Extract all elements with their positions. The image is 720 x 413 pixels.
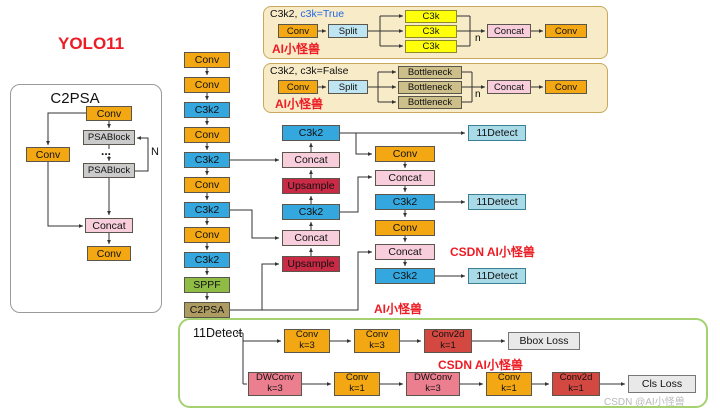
node-kernel-label: k=1 (440, 340, 456, 351)
node-split: Split (328, 80, 368, 94)
detect-head-node: 11Detect (468, 194, 526, 210)
cls-loss-node: Cls Loss (628, 375, 696, 393)
node-kernel-label: k=3 (267, 383, 283, 394)
detect-panel-title: 11Detect (193, 326, 243, 340)
csdn-badge-2: CSDN AI小怪兽 (438, 358, 523, 372)
neck-node-c3k2: C3k2 (375, 194, 435, 210)
repeat-count-label: n (475, 89, 481, 100)
backbone-node-conv: Conv (184, 77, 230, 93)
ellipsis-label: ... (101, 144, 112, 158)
node-label: Conv (497, 372, 521, 384)
node-kernel-label: k=1 (349, 383, 365, 394)
backbone-node-c3k2: C3k2 (184, 202, 230, 218)
node-bottleneck: Bottleneck (398, 81, 462, 94)
neck-node-conv: Conv (375, 220, 435, 236)
node-conv: Conv (87, 246, 131, 261)
node-kernel-label: k=1 (568, 383, 584, 394)
node-c3k: C3k (405, 40, 457, 53)
node-conv: Conv (278, 80, 318, 94)
backbone-node-c2psa: C2PSA (184, 302, 230, 318)
c2psa-panel-title: C2PSA (50, 90, 100, 107)
node-conv: Conv (545, 80, 587, 94)
detect-head-node: 11Detect (468, 268, 526, 284)
backbone-node-c3k2: C3k2 (184, 152, 230, 168)
ai-badge-2: AI小怪兽 (275, 97, 324, 111)
ai-badge-3: AI小怪兽 (374, 302, 423, 316)
repeat-count-label: N (151, 146, 159, 158)
node-conv: Conv (545, 24, 587, 38)
neck-node-concat: Concat (375, 244, 435, 260)
node-bottleneck: Bottleneck (398, 66, 462, 79)
watermark: CSDN @AI小怪兽 (604, 397, 685, 408)
backbone-node-sppf: SPPF (184, 277, 230, 293)
neck-node-concat: Concat (375, 170, 435, 186)
backbone-node-c3k2: C3k2 (184, 252, 230, 268)
backbone-node-conv: Conv (184, 177, 230, 193)
c3k2-true-header-flag: c3k=True (300, 8, 345, 20)
neck-node-c3k2: C3k2 (282, 125, 340, 141)
node-c3k: C3k (405, 10, 457, 23)
node-concat: Concat (487, 24, 531, 38)
c3k2-false-header: C3k2, c3k=False (270, 65, 349, 77)
neck-node-c3k2: C3k2 (282, 204, 340, 220)
ai-badge-1: AI小怪兽 (272, 42, 321, 56)
node-kernel-label: k=1 (501, 383, 517, 394)
c3k2-true-header-prefix: C3k2, (270, 8, 301, 20)
backbone-node-conv: Conv (184, 127, 230, 143)
neck-node-upsample: Upsample (282, 178, 340, 194)
neck-node-concat: Concat (282, 152, 340, 168)
node-split: Split (328, 24, 368, 38)
neck-node-concat: Concat (282, 230, 340, 246)
neck-node-conv: Conv (375, 146, 435, 162)
node-kernel-label: k=3 (299, 340, 315, 351)
node-bottleneck: Bottleneck (398, 96, 462, 109)
node-psablock: PSABlock (83, 130, 135, 145)
repeat-count-label: n (475, 33, 481, 44)
node-conv: Conv (26, 147, 70, 162)
node-psablock: PSABlock (83, 163, 135, 178)
backbone-node-conv: Conv (184, 52, 230, 68)
node-kernel-label: k=3 (425, 383, 441, 394)
detect-head-node: 11Detect (468, 125, 526, 141)
backbone-node-conv: Conv (184, 227, 230, 243)
node-concat: Concat (487, 80, 531, 94)
node-label: Conv2d (559, 372, 593, 384)
node-concat: Concat (85, 218, 133, 233)
node-conv: Conv (86, 106, 132, 121)
node-c3k: C3k (405, 25, 457, 38)
neck-node-upsample: Upsample (282, 256, 340, 272)
csdn-badge-1: CSDN AI小怪兽 (450, 245, 535, 259)
node-conv: Conv (278, 24, 318, 38)
c3k2-true-header: C3k2, c3k=True (270, 8, 344, 20)
bbox-loss-node: Bbox Loss (508, 332, 580, 350)
node-kernel-label: k=3 (369, 340, 385, 351)
backbone-node-c3k2: C3k2 (184, 102, 230, 118)
page-title: YOLO11 (58, 34, 125, 53)
neck-node-c3k2: C3k2 (375, 268, 435, 284)
